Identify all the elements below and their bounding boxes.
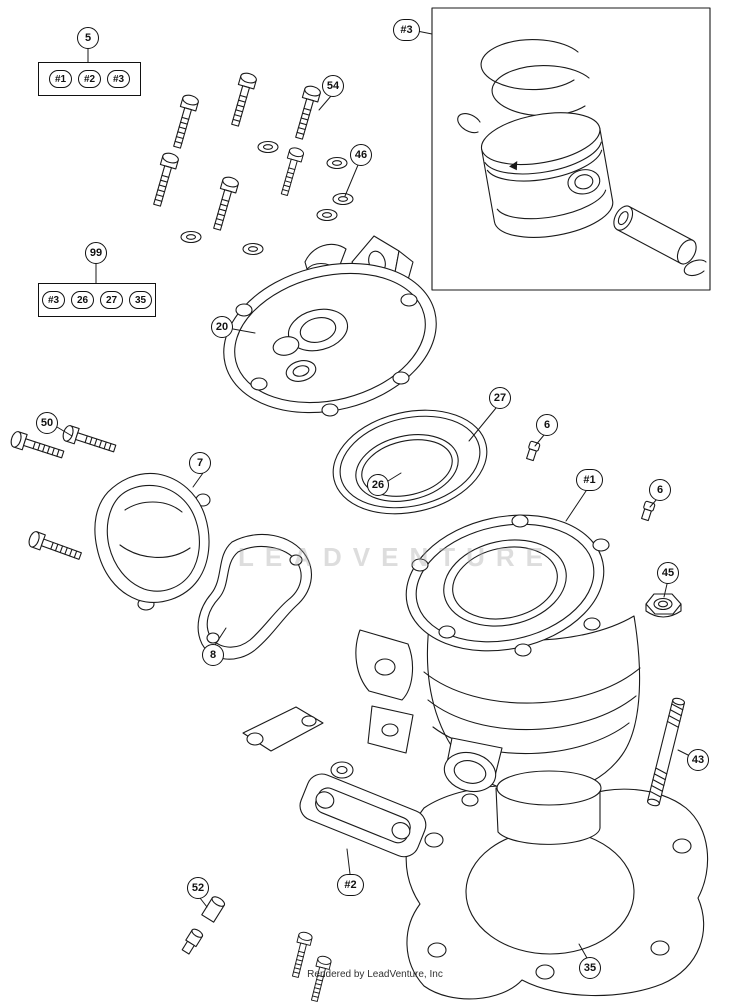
footer-credit: Rendered by LeadVenture, Inc xyxy=(307,969,443,980)
head-bolts-drawing xyxy=(148,70,354,256)
powervalve-linkage-drawing xyxy=(242,706,427,858)
callout-45[interactable]: 45 xyxy=(657,562,679,584)
cover-gasket-drawing xyxy=(197,533,312,660)
callout-ref-3[interactable]: #3 xyxy=(393,19,420,41)
leader-lines xyxy=(56,30,689,959)
callout-54[interactable]: 54 xyxy=(322,75,344,97)
cylinder-drawing xyxy=(355,514,641,845)
callout-35[interactable]: 35 xyxy=(579,957,601,979)
callout-ref-1[interactable]: #1 xyxy=(576,469,603,491)
nut-drawing xyxy=(645,593,682,618)
piston-assembly-drawing xyxy=(431,7,711,291)
cylinder-head-drawing xyxy=(223,235,437,417)
callout-20[interactable]: 20 xyxy=(211,316,233,338)
legend-item-26[interactable]: 26 xyxy=(71,291,94,309)
callout-46[interactable]: 46 xyxy=(350,144,372,166)
legend-item-ref-3b[interactable]: #3 xyxy=(42,291,65,309)
callout-43[interactable]: 43 xyxy=(687,749,709,771)
callout-50[interactable]: 50 xyxy=(36,412,58,434)
callout-7[interactable]: 7 xyxy=(189,452,211,474)
valve-cover-drawing xyxy=(94,472,211,611)
legend-item-27[interactable]: 27 xyxy=(100,291,123,309)
legend-group-5-label[interactable]: 5 xyxy=(77,27,99,49)
callout-6-b[interactable]: 6 xyxy=(649,479,671,501)
base-gasket-drawing xyxy=(405,784,709,1000)
legend-box-5: #1 #2 #3 xyxy=(38,62,141,96)
head-oring-drawing xyxy=(332,409,488,515)
legend-group-99-label[interactable]: 99 xyxy=(85,242,107,264)
legend-box-99: #3 26 27 35 xyxy=(38,283,156,317)
linkage-bolt-drawing xyxy=(181,896,226,955)
callout-ref-2[interactable]: #2 xyxy=(337,874,364,896)
legend-item-ref-1[interactable]: #1 xyxy=(49,70,72,88)
callout-26[interactable]: 26 xyxy=(367,474,389,496)
callout-27[interactable]: 27 xyxy=(489,387,511,409)
callout-8[interactable]: 8 xyxy=(202,644,224,666)
callout-52[interactable]: 52 xyxy=(187,877,209,899)
legend-item-ref-3[interactable]: #3 xyxy=(107,70,130,88)
legend-item-35[interactable]: 35 xyxy=(129,291,152,309)
stud-drawing xyxy=(647,697,685,807)
bottom-bolts-drawing xyxy=(288,930,333,1003)
legend-item-ref-2[interactable]: #2 xyxy=(78,70,101,88)
callout-6-a[interactable]: 6 xyxy=(536,414,558,436)
